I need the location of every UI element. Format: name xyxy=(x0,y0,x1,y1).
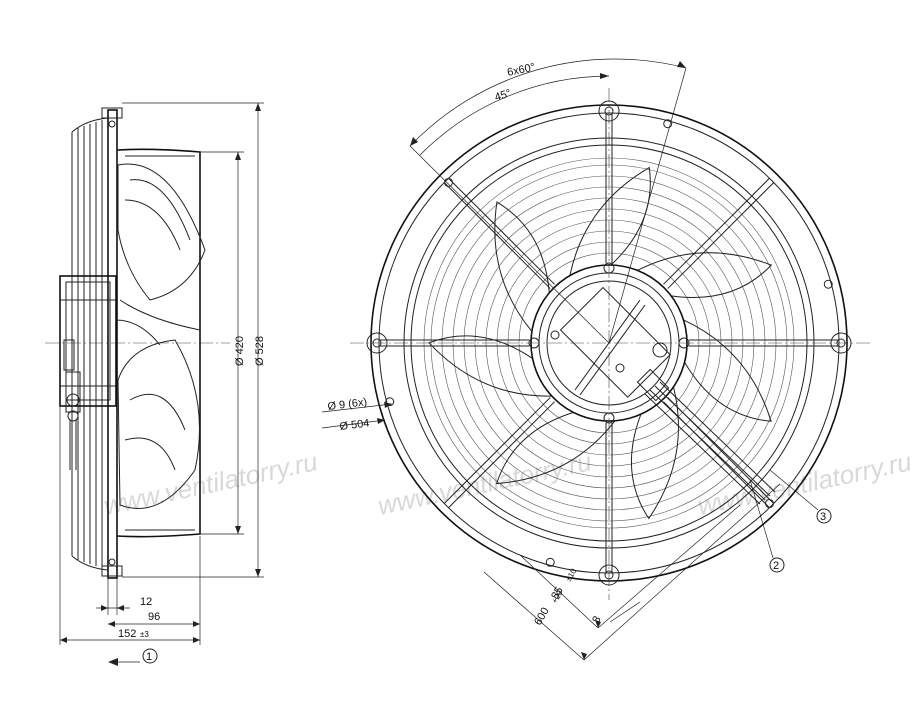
guard-ring xyxy=(474,208,744,478)
dim-85: 85 xyxy=(549,585,566,602)
callout-2: 2 xyxy=(773,560,779,572)
strut-foot-bolt xyxy=(836,338,846,348)
callout-3: 3 xyxy=(820,511,826,523)
strut-foot xyxy=(598,564,620,586)
guard-strut xyxy=(667,182,775,289)
callouts-front: 2 3 xyxy=(749,469,832,573)
guard-ring xyxy=(430,164,788,522)
impeller-blades-side xyxy=(117,163,206,509)
impeller-blade xyxy=(637,252,773,299)
guard-strut xyxy=(663,177,770,285)
dim-12: 12 xyxy=(140,596,152,608)
airflow-callout: 1 xyxy=(108,648,158,666)
watermark-group: www.ventilatorry.ru www.ventilatorry.ru … xyxy=(101,446,914,521)
mounting-hole xyxy=(385,397,395,407)
impeller-blades-front xyxy=(428,166,773,520)
mounting-hole xyxy=(545,557,555,567)
side-dim-diameters: Ø 420 Ø 528 xyxy=(122,102,266,578)
dim-152-tol: ±3 xyxy=(140,630,149,639)
side-dim-lengths: 12 96 152 ±3 xyxy=(59,406,201,645)
impeller-blade xyxy=(494,201,550,332)
angle-dims: 6x60° 45° xyxy=(409,58,687,344)
watermark-1: www.ventilatorry.ru xyxy=(101,446,320,521)
impeller-blade xyxy=(428,335,552,397)
guard-ring xyxy=(463,197,755,489)
guard-ring xyxy=(518,252,700,434)
mounting-hole xyxy=(663,119,673,129)
guard-ring xyxy=(441,175,777,511)
mounting-hole xyxy=(823,279,833,289)
strut-foot xyxy=(598,100,620,122)
motor-hub-front xyxy=(528,262,690,424)
guard-rings xyxy=(430,164,788,522)
strut-foot-bolt xyxy=(372,338,382,348)
strut-foot xyxy=(830,332,852,354)
side-view: Ø 420 Ø 528 12 96 152 ±3 1 xyxy=(45,102,266,666)
hole-dims: Ø 9 (6x) Ø 504 xyxy=(321,396,393,433)
venturi-profile xyxy=(116,148,201,538)
strut-foot-bolt xyxy=(604,570,614,580)
callout-1: 1 xyxy=(146,651,152,663)
dim-hole-d9: Ø 9 (6x) xyxy=(327,396,368,413)
guard-ring xyxy=(485,219,733,467)
impeller-blade xyxy=(630,386,679,520)
dim-d528: Ø 528 xyxy=(254,336,266,366)
guard-ring xyxy=(452,186,766,500)
strut-foot xyxy=(366,332,388,354)
mounting-hole xyxy=(765,499,775,509)
guard-strut xyxy=(448,401,555,509)
impeller-blade xyxy=(683,319,772,422)
guard-strut xyxy=(443,182,551,289)
mounting-holes xyxy=(385,119,833,567)
plate-outer-circle xyxy=(370,104,848,582)
dim-bolt-circle: Ø 504 xyxy=(339,417,370,433)
front-view: 6x60° 45° Ø 9 (6x) Ø 504 600 +20 85 ±10 … xyxy=(321,58,870,661)
dim-d420: Ø 420 xyxy=(234,336,246,366)
angle-45: 45° xyxy=(493,87,513,104)
cable-bundle xyxy=(636,368,776,505)
impeller-blade xyxy=(569,166,651,276)
motor-side xyxy=(59,275,161,470)
guard-grille-side xyxy=(71,117,109,571)
impeller-blade xyxy=(495,411,616,485)
dim-152: 152 xyxy=(118,628,136,640)
dim-600: 600 xyxy=(532,606,552,628)
strut-foot-bolt xyxy=(604,106,614,116)
watermark-2: www.ventilatorry.ru xyxy=(375,446,594,521)
angle-6x60: 6x60° xyxy=(506,61,536,79)
mounting-hole xyxy=(443,177,453,187)
dim-8: 8 xyxy=(590,614,603,625)
dim-96: 96 xyxy=(148,611,160,623)
mounting-flange xyxy=(107,109,118,579)
guard-ring xyxy=(507,241,711,445)
guard-strut xyxy=(448,177,555,285)
guard-strut xyxy=(443,397,551,504)
